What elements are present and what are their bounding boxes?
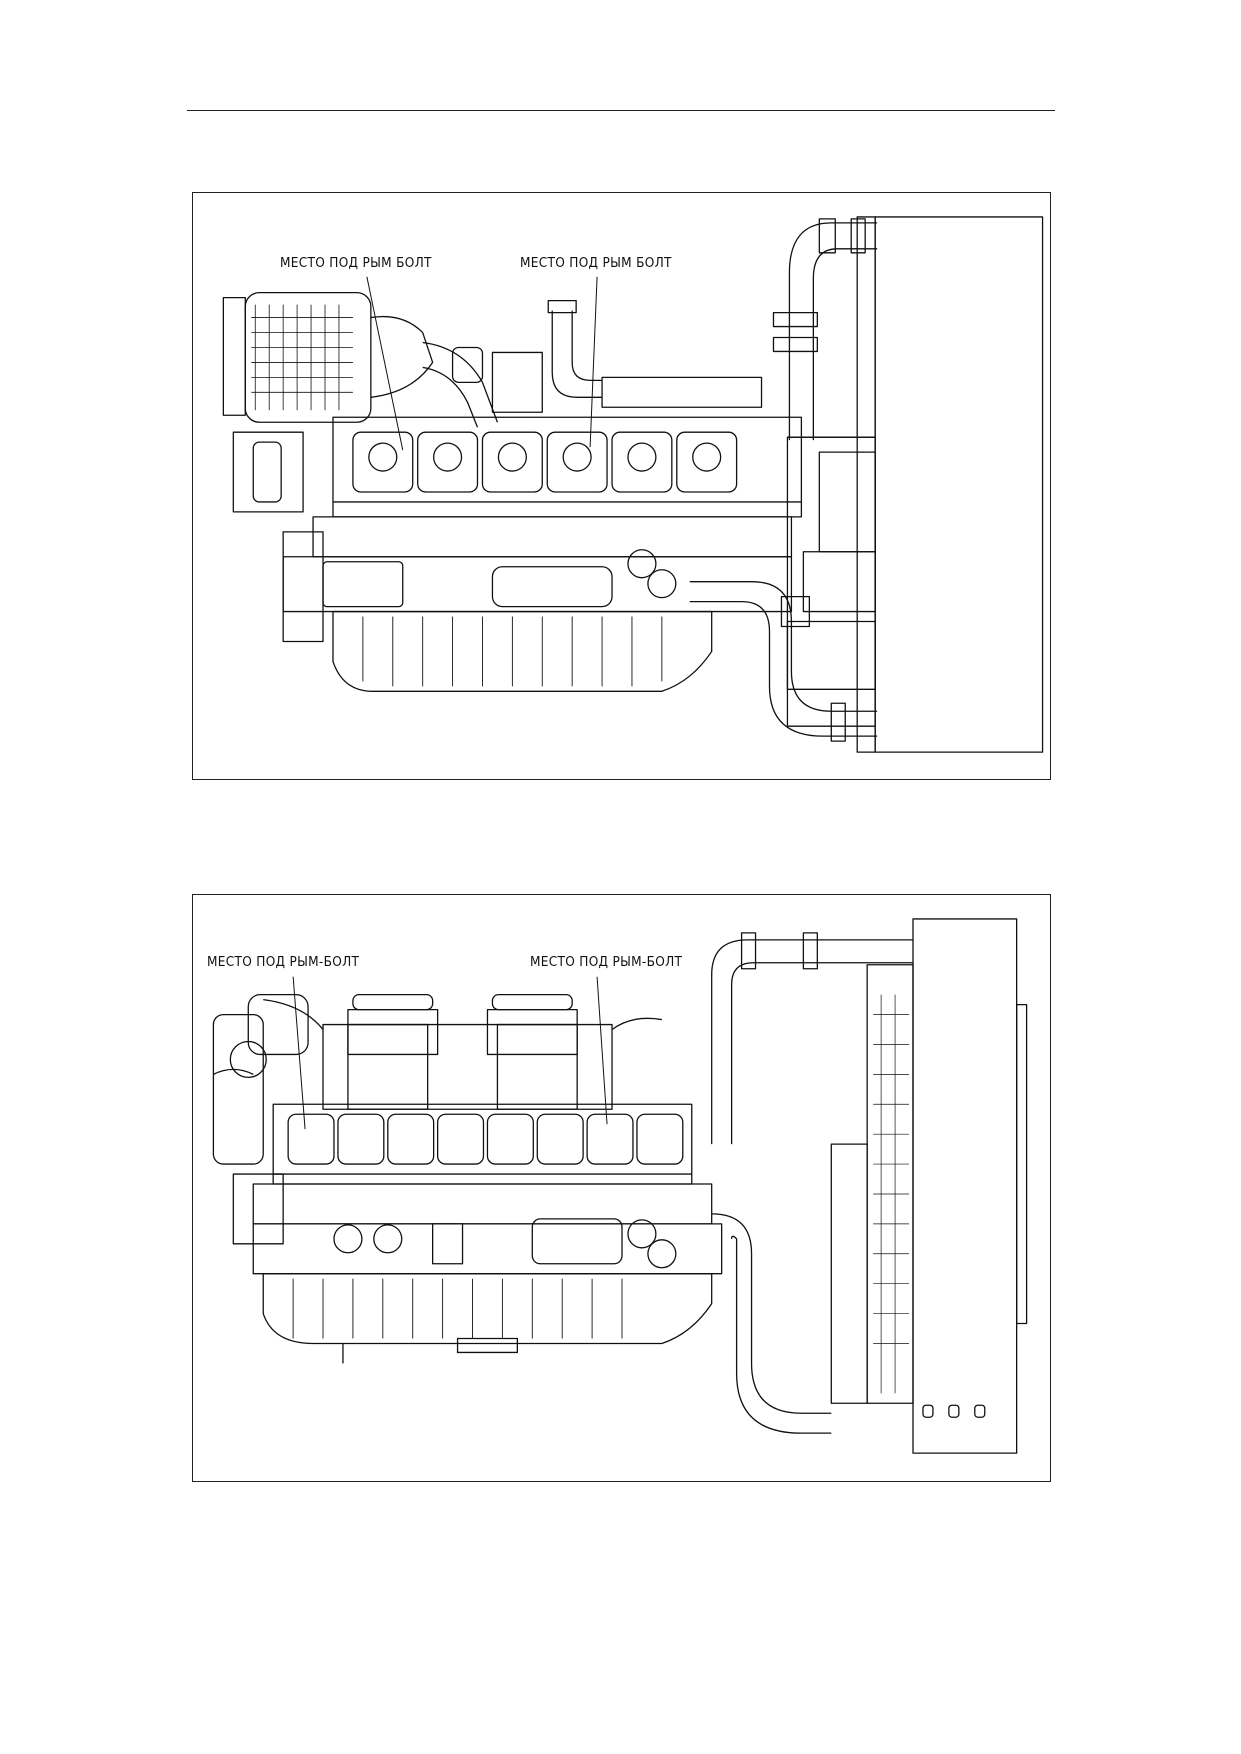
figure-engine-side-view-2: МЕСТО ПОД РЫМ-БОЛТ МЕСТО ПОД РЫМ-БОЛТ <box>192 894 1051 1482</box>
lower-coolant-pipe <box>689 581 878 742</box>
callout-label-eyebolt-left: МЕСТО ПОД РЫМ БОЛТ <box>280 255 432 271</box>
upper-coolant-pipe <box>711 932 914 1145</box>
engine-block <box>252 1183 723 1275</box>
callout-leaders <box>366 276 598 451</box>
oil-sump <box>262 1273 713 1364</box>
lower-coolant-pipe <box>711 1213 832 1434</box>
engine-drawing-2 <box>212 918 1028 1454</box>
engine-block <box>232 431 793 643</box>
callout-leaders <box>292 976 608 1130</box>
oil-sump <box>332 610 713 692</box>
cylinder-heads <box>272 1103 693 1185</box>
air-filter <box>222 292 434 423</box>
callout-label-eyebolt-right: МЕСТО ПОД РЫМ БОЛТ <box>520 255 672 271</box>
figure-engine-side-view-1: МЕСТО ПОД РЫМ БОЛТ МЕСТО ПОД РЫМ БОЛТ <box>192 192 1051 780</box>
upper-coolant-pipe <box>772 218 878 441</box>
radiator-block <box>786 216 1044 753</box>
radiator-block <box>830 918 1028 1454</box>
callout-label-eyebolt-left: МЕСТО ПОД РЫМ-БОЛТ <box>207 954 360 970</box>
turbochargers <box>263 994 662 1110</box>
callout-label-eyebolt-right: МЕСТО ПОД РЫМ-БОЛТ <box>530 954 683 970</box>
front-accessories <box>212 994 309 1245</box>
cylinder-heads <box>332 416 803 518</box>
header-rule <box>187 110 1055 111</box>
engine-drawing-1 <box>222 216 1044 753</box>
intake-duct <box>422 299 763 428</box>
